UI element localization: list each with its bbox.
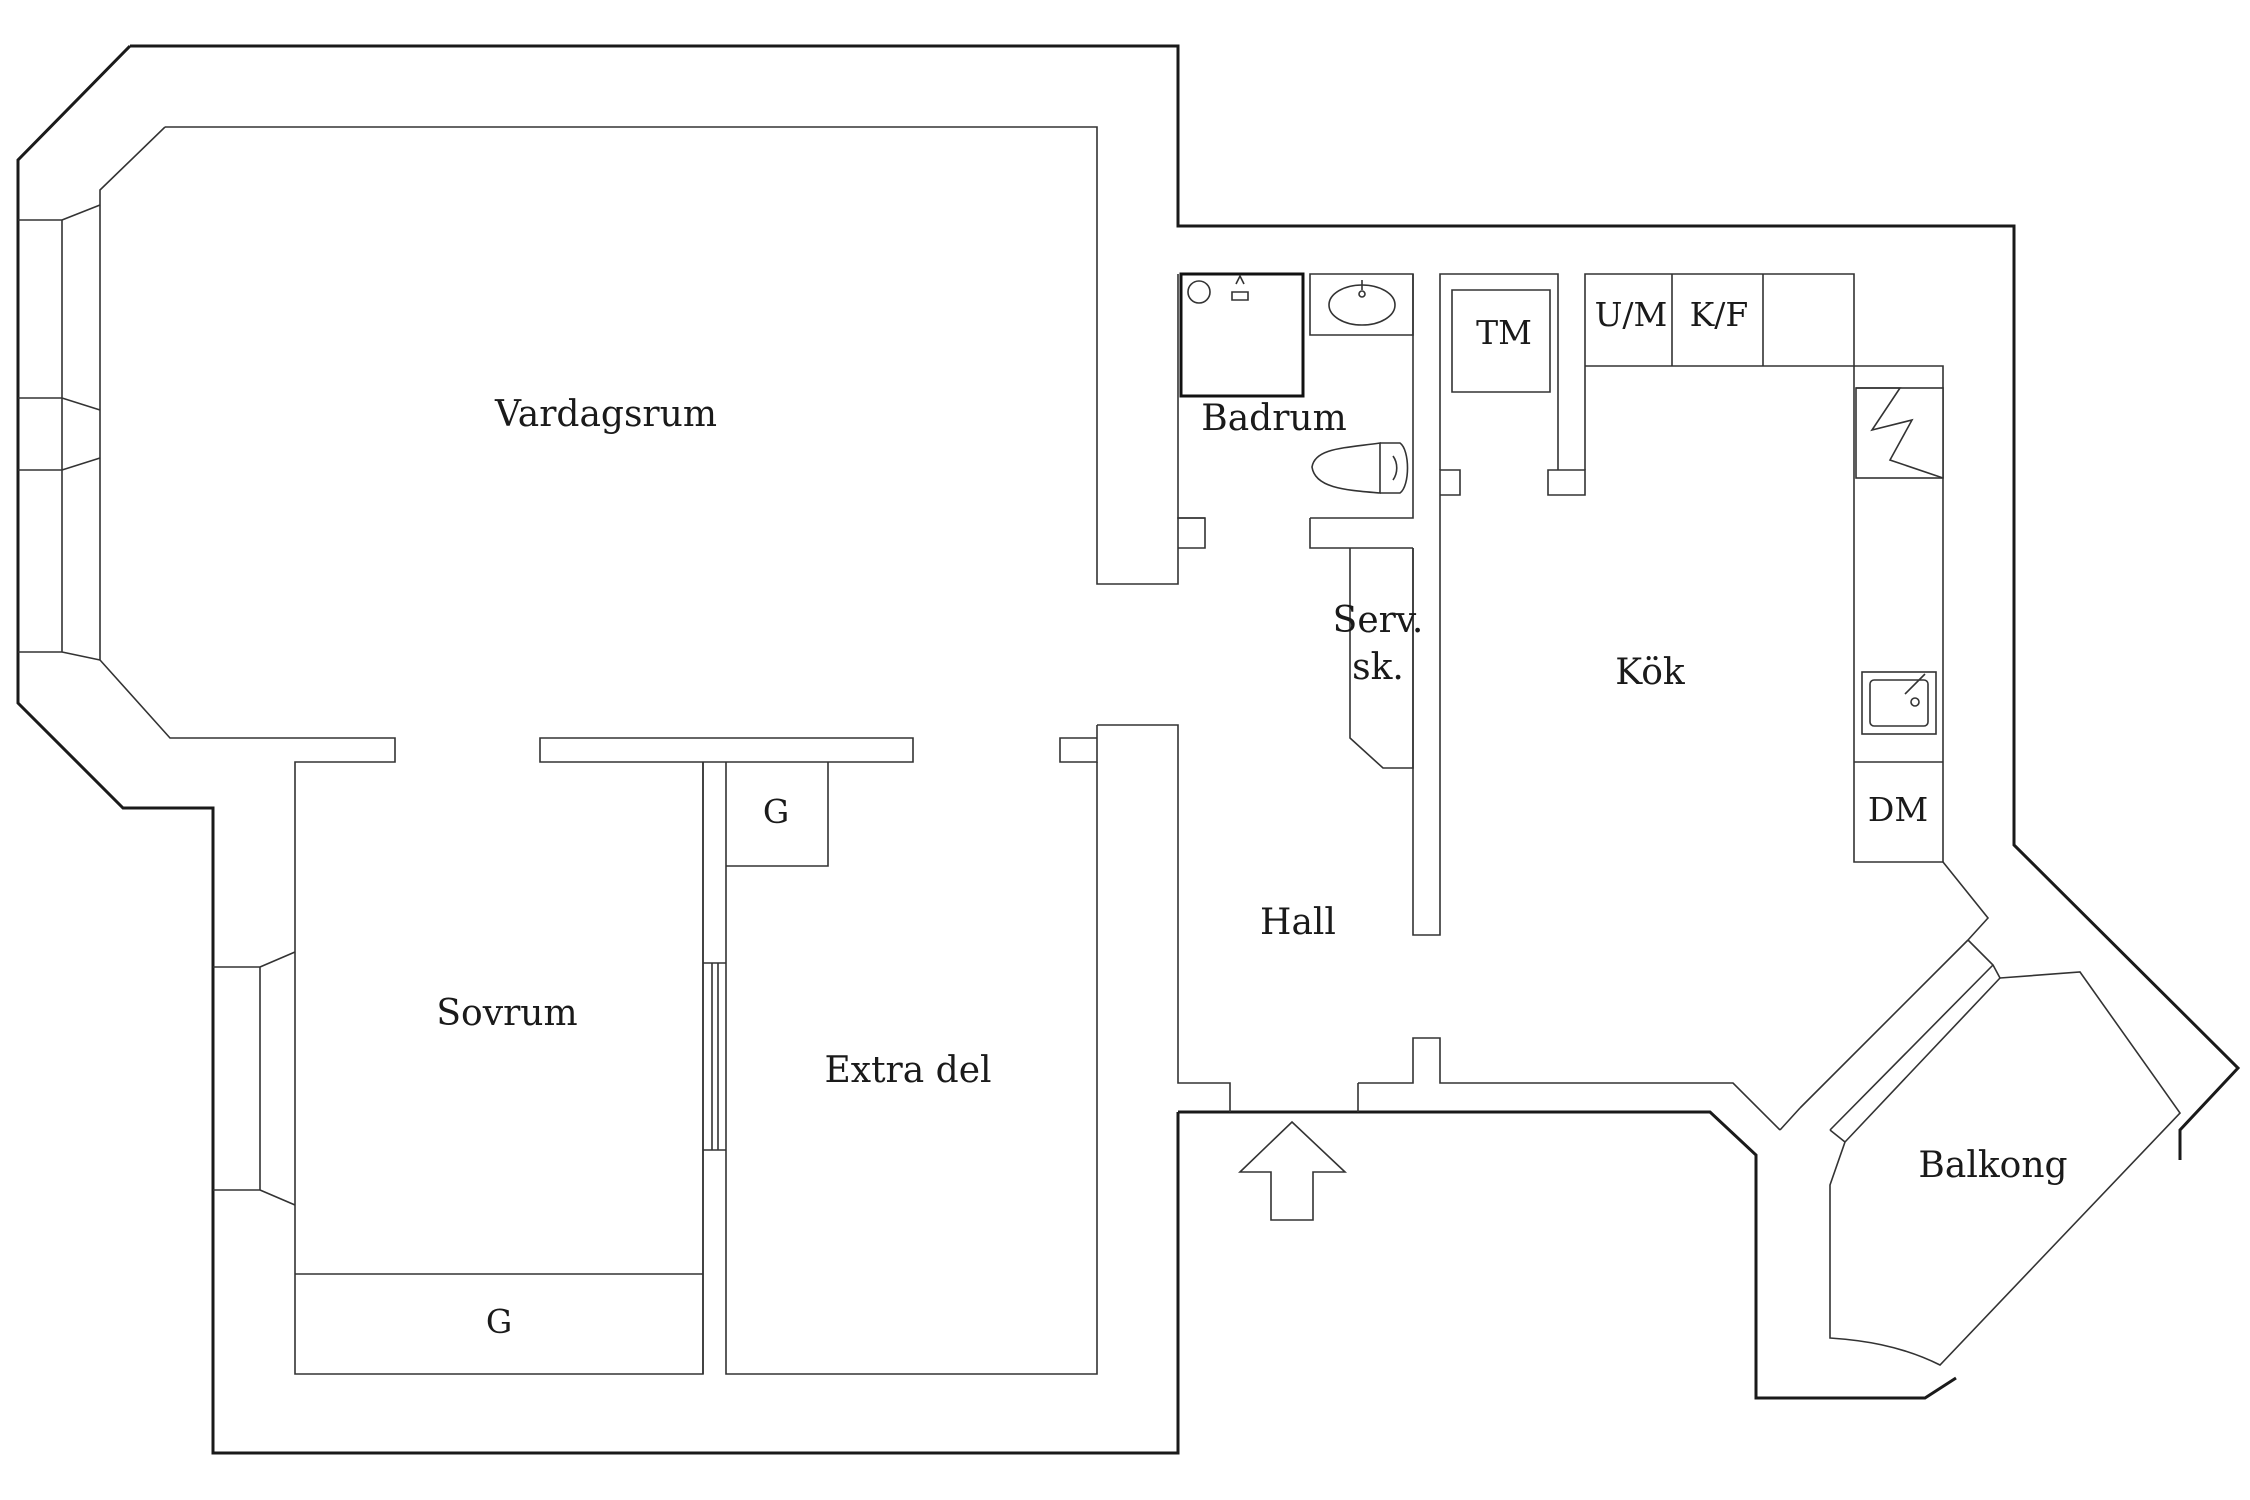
room-label-balkong: Balkong xyxy=(1918,1145,2067,1186)
wardrobe-label-extra-del: G xyxy=(763,792,789,831)
room-label-extra-del: Extra del xyxy=(824,1050,991,1091)
outer-walls xyxy=(16,44,2241,1455)
inner-walls xyxy=(18,126,2182,1375)
fixture-label-um: U/M xyxy=(1595,295,1668,334)
fixture-label-tm: TM xyxy=(1476,313,1532,352)
room-label-kok: Kök xyxy=(1615,652,1686,693)
wardrobe-label-sovrum: G xyxy=(486,1302,512,1341)
room-label-serv-line1: Serv. xyxy=(1333,600,1424,641)
room-label-hall: Hall xyxy=(1260,902,1336,943)
fixture-label-dm: DM xyxy=(1868,790,1928,829)
sink-icon xyxy=(1328,280,1396,326)
toilet-icon xyxy=(1311,442,1409,494)
shower-icon xyxy=(1179,272,1305,398)
kitchen-sink-icon xyxy=(1861,671,1937,735)
fixture-label-kf: K/F xyxy=(1690,295,1749,334)
room-label-badrum: Badrum xyxy=(1201,398,1347,439)
stove-icon xyxy=(1855,387,1944,479)
room-label-serv-line2: sk. xyxy=(1352,647,1404,688)
room-label-vardagsrum: Vardagsrum xyxy=(494,394,717,435)
entrance-arrow-icon xyxy=(1238,1120,1348,1221)
room-label-sovrum: Sovrum xyxy=(436,993,577,1034)
